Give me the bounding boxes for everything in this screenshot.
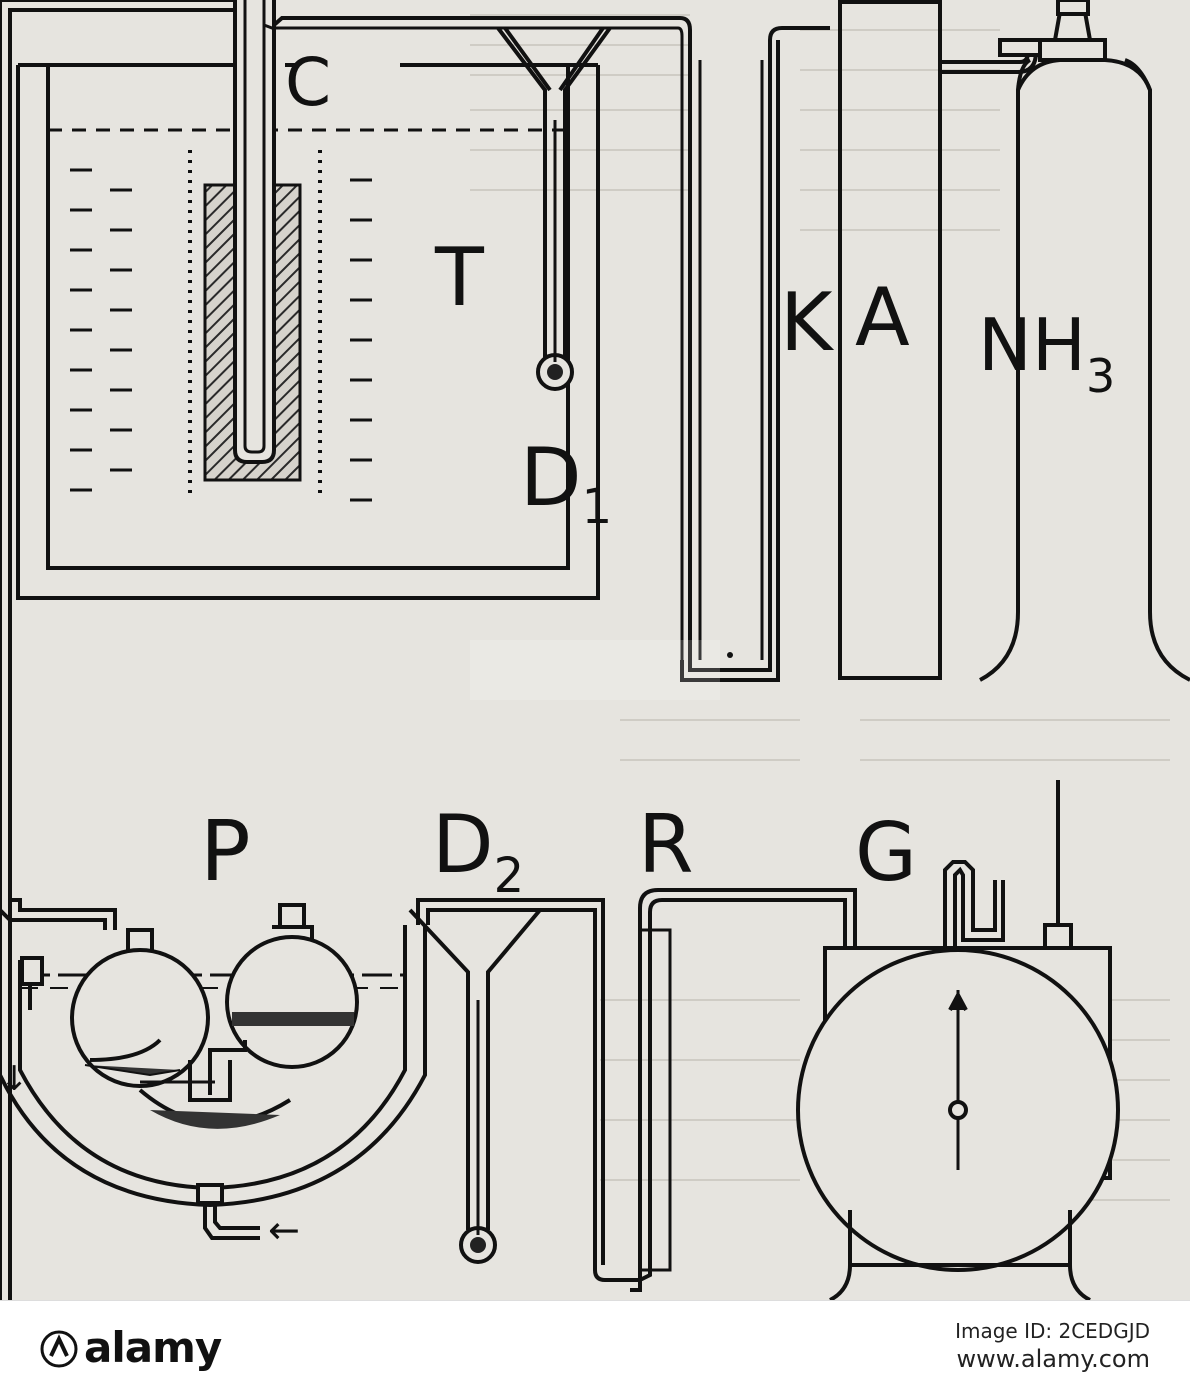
label-t: T (434, 231, 485, 324)
diagram-labels: C T K A NH3 D1 P D2 R G ↓ ← (0, 44, 1115, 1252)
label-g: G (855, 806, 917, 899)
absorber-column-a (838, 0, 942, 680)
label-c: C (285, 44, 331, 121)
label-d2: D2 (432, 798, 524, 904)
watermark (470, 640, 720, 700)
image-id: Image ID: 2CEDGJD (955, 1319, 1150, 1343)
thermometer-d2 (408, 898, 640, 1282)
apparatus-diagram: C T K A NH3 D1 P D2 R G ↓ ← (0, 0, 1190, 1300)
arrow-down-label: ↓ (0, 1059, 29, 1099)
cooling-bath-c (16, 0, 600, 600)
label-p: P (200, 802, 251, 900)
brand-logo[interactable]: alamy (40, 1323, 222, 1372)
site-link[interactable]: www.alamy.com (956, 1345, 1150, 1373)
drying-tube-k (680, 26, 830, 682)
arrow-left-label: ← (268, 1208, 300, 1252)
brand-name: alamy (84, 1323, 222, 1372)
label-a: A (855, 271, 910, 364)
footer-meta: Image ID: 2CEDGJD www.alamy.com (955, 1301, 1150, 1391)
diagram-scan: C T K A NH3 D1 P D2 R G ↓ ← (0, 0, 1190, 1300)
gas-meter-g (796, 780, 1120, 1300)
tube-r (630, 888, 857, 1292)
ammonia-cylinder (940, 0, 1190, 682)
label-d1: D1 (520, 431, 612, 535)
alamy-mark-icon (40, 1329, 78, 1367)
stock-footer: alamy Image ID: 2CEDGJD www.alamy.com (0, 1300, 1190, 1391)
thermometer-d1 (496, 26, 612, 391)
outlet-tube-left (0, 0, 235, 1300)
label-nh3: NH3 (978, 303, 1115, 403)
apparatus-p (0, 898, 427, 1240)
label-k: K (780, 276, 835, 369)
connecting-tube-top (263, 16, 692, 660)
label-r: R (638, 798, 694, 891)
